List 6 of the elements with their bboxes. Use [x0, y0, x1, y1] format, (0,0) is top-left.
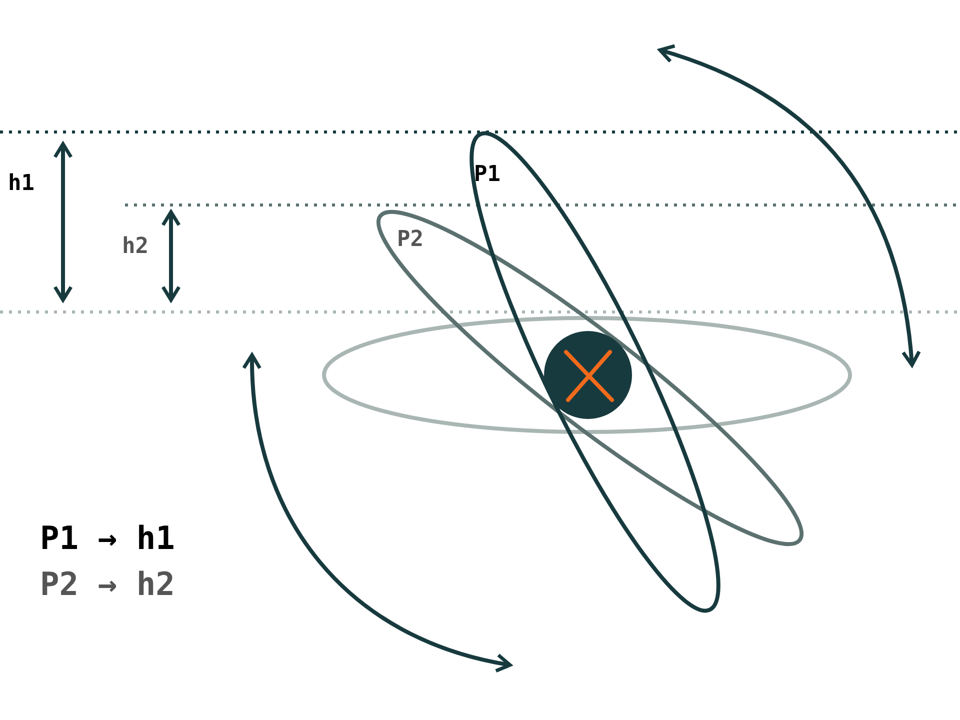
- ellipse-label: P2: [397, 229, 424, 251]
- legend-text: P2 → h2: [40, 568, 175, 600]
- legend-text: P1 → h1: [40, 522, 175, 554]
- dimension-label: h2: [122, 236, 148, 258]
- ellipse-label: P1: [474, 164, 500, 186]
- dimension-label: h1: [8, 173, 34, 195]
